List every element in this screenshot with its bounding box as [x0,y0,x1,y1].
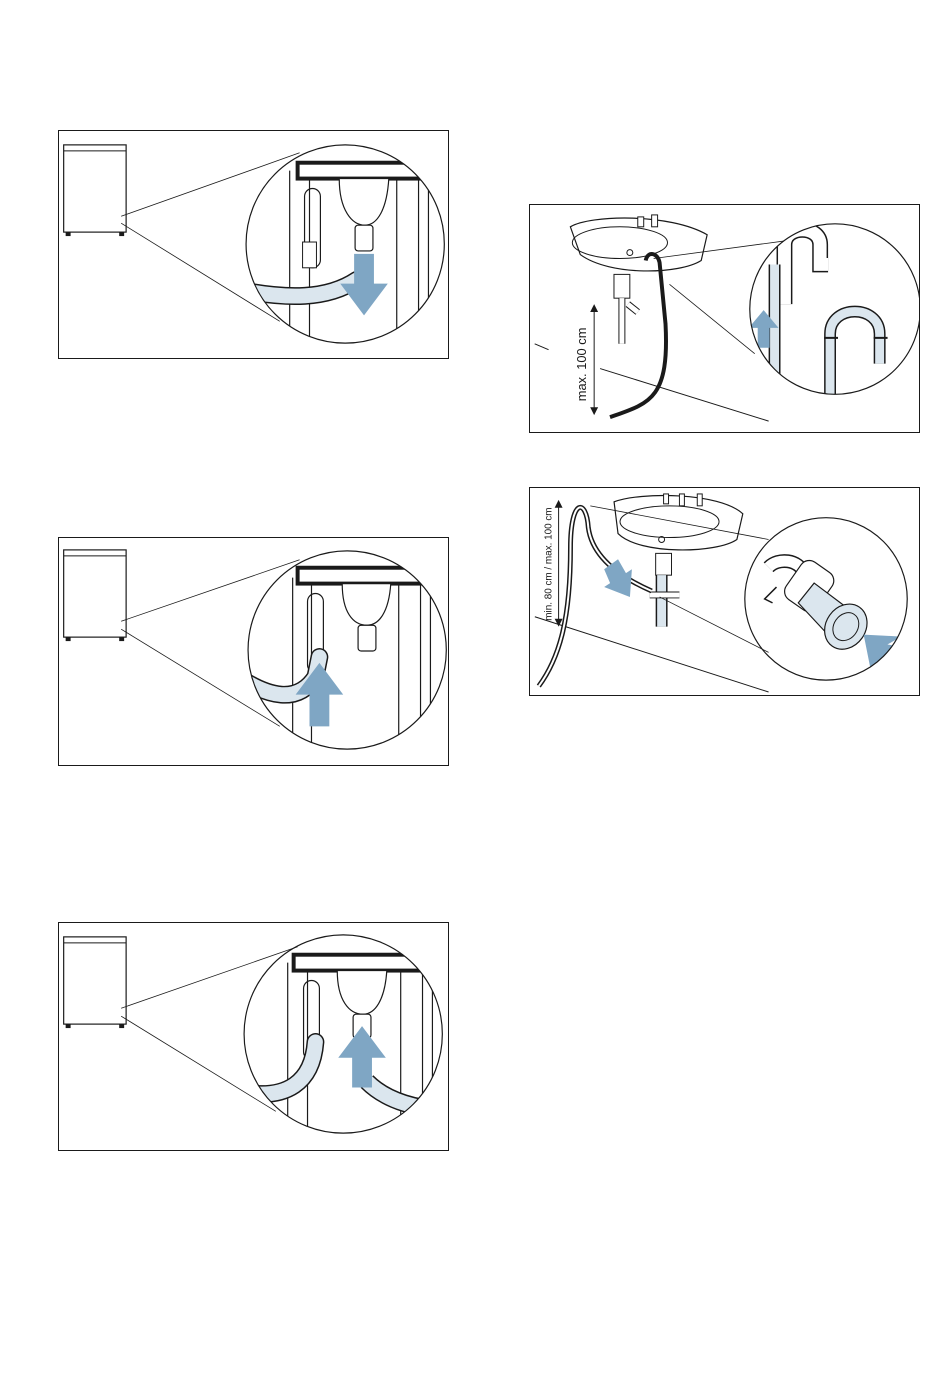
drain-remove-illustration [59,131,448,358]
height-label-min-max: min. 80 cm / max. 100 cm [544,507,555,620]
figure-sink-hook: max. 100 cm [529,204,920,433]
figure-drain-attach [58,537,449,766]
drain-connect-illustration [59,923,448,1150]
sink-hook-illustration: max. 100 cm [530,205,919,432]
figure-drain-remove [58,130,449,359]
drain-attach-illustration [59,538,448,765]
figure-drain-connect [58,922,449,1151]
sink-siphon-illustration: min. 80 cm / max. 100 cm [530,488,919,695]
figure-sink-siphon: min. 80 cm / max. 100 cm [529,487,920,696]
height-label-max: max. 100 cm [574,328,589,402]
